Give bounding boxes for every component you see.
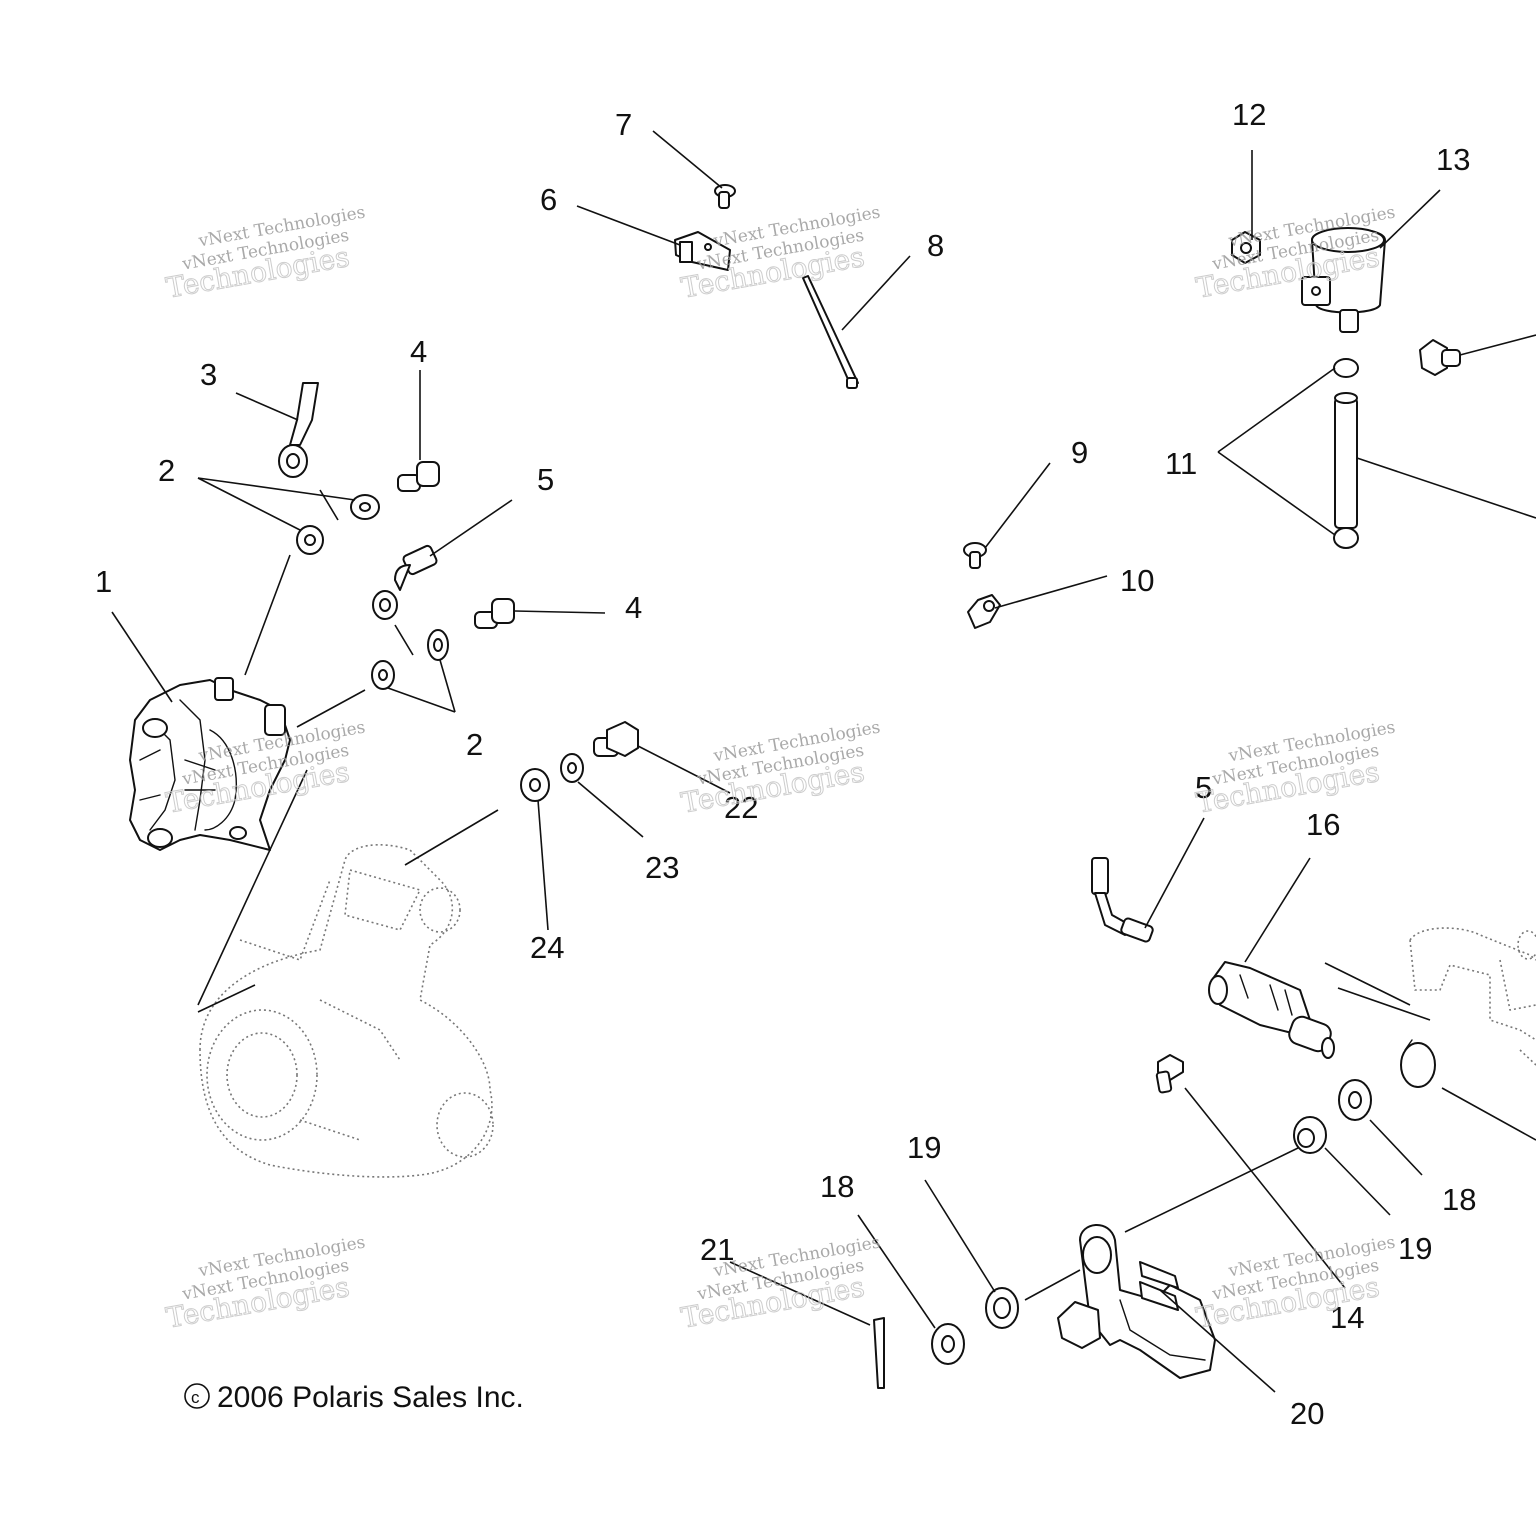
master-cylinder	[1208, 961, 1335, 1059]
callout-19: 19	[1398, 1231, 1432, 1266]
flat-washer-left	[931, 1323, 965, 1365]
copyright-icon-glyph: c	[191, 1388, 200, 1407]
callout-2: 2	[158, 453, 175, 488]
callout-16: 16	[1306, 807, 1340, 842]
callout-7: 7	[615, 107, 632, 142]
callout-4: 4	[410, 334, 427, 369]
banjo-bolt-lower	[474, 598, 515, 629]
callout-1: 1	[95, 564, 112, 599]
lever-housing-outline	[1409, 927, 1536, 1066]
watermarks: vNext Technologies vNext Technologies Te…	[163, 202, 1397, 1335]
reservoir-hose	[1333, 358, 1359, 549]
leader-lines	[111, 130, 1536, 1393]
callout-4: 4	[625, 590, 642, 625]
reservoir-bolt	[1419, 339, 1461, 376]
clip-screw	[963, 542, 987, 569]
reservoir-nut	[1231, 231, 1261, 264]
bushing-left	[985, 1287, 1019, 1329]
flat-washer-24	[520, 768, 550, 802]
callout-20: 20	[1290, 1396, 1324, 1431]
copyright-notice: c 2006 Polaris Sales Inc.	[184, 1381, 524, 1414]
callout-11: 11	[1165, 446, 1197, 481]
line-clip	[967, 594, 1001, 629]
fluid-reservoir	[1301, 227, 1386, 333]
cable-tie	[802, 275, 859, 389]
pivot-bolt	[1155, 1054, 1184, 1094]
callout-13: 13	[1436, 142, 1470, 177]
lock-washer	[560, 753, 584, 783]
brake-line-banjo	[278, 382, 319, 478]
callout-9: 9	[1071, 435, 1088, 470]
callout-21: 21	[700, 1232, 734, 1267]
callout-14: 14	[1330, 1300, 1364, 1335]
callout-6: 6	[540, 182, 557, 217]
callout-18: 18	[820, 1169, 854, 1204]
callout-2: 2	[466, 727, 483, 762]
cotter-pin	[873, 1317, 885, 1389]
callout-23: 23	[645, 850, 679, 885]
callout-10: 10	[1120, 563, 1154, 598]
brake-hose-fitting-right	[1091, 857, 1154, 943]
return-spring	[1400, 1039, 1436, 1088]
callout-8: 8	[927, 228, 944, 263]
line-clamp	[674, 231, 731, 271]
callout-24: 24	[530, 930, 564, 965]
flat-washer-right	[1338, 1079, 1372, 1121]
callout-12: 12	[1232, 97, 1266, 132]
clamp-screw	[714, 184, 736, 209]
brake-pedal	[1057, 1224, 1216, 1379]
gearcase-housing-outline	[199, 844, 494, 1178]
callout-labels: 1 2 2 3 4 4 5 5 6 7 8 9 10 11 12 13 14 1…	[95, 97, 1476, 1431]
callout-22: 22	[724, 790, 758, 825]
callout-18: 18	[1442, 1182, 1476, 1217]
brake-hose-fitting-center	[372, 544, 438, 620]
callout-3: 3	[200, 357, 217, 392]
brake-caliper	[129, 677, 291, 851]
callout-5: 5	[1195, 770, 1212, 805]
callout-5: 5	[537, 462, 554, 497]
crush-washers	[296, 494, 449, 690]
callout-19: 19	[907, 1130, 941, 1165]
caliper-mount-bolt	[593, 721, 639, 757]
copyright-text: 2006 Polaris Sales Inc.	[217, 1381, 524, 1414]
copyright-icon	[184, 1383, 210, 1409]
bushing-right	[1293, 1116, 1327, 1154]
banjo-bolt-upper	[397, 461, 440, 492]
